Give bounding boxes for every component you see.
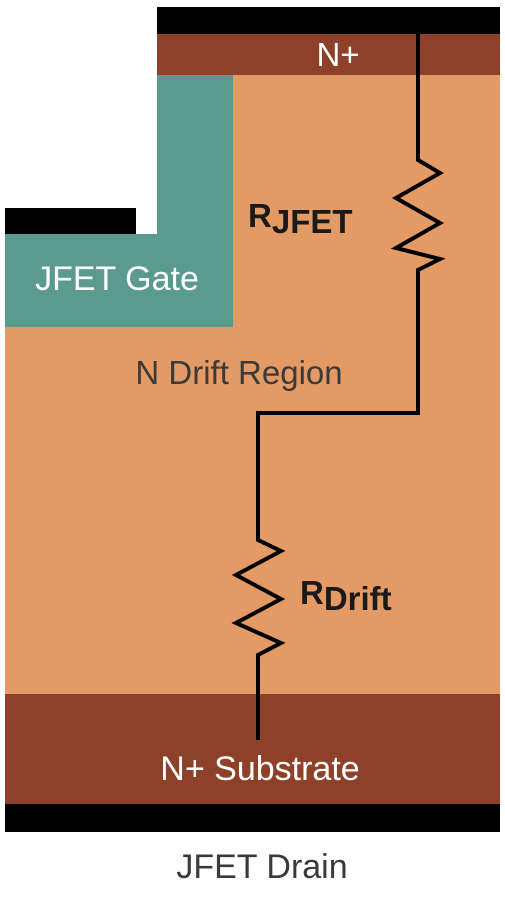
n-plus-substrate-label: N+ Substrate bbox=[160, 750, 359, 788]
top-n-plus-layer bbox=[157, 34, 500, 75]
drain-metal-contact bbox=[5, 804, 500, 832]
n-drift-region-label: N Drift Region bbox=[135, 354, 342, 391]
top-metal-contact bbox=[157, 7, 500, 34]
r-drift-label-main: R bbox=[300, 574, 324, 611]
jfet-gate-region bbox=[5, 75, 233, 327]
r-drift-label-sub: Drift bbox=[324, 580, 392, 617]
n-plus-substrate bbox=[5, 694, 500, 804]
r-jfet-label-sub: JFET bbox=[272, 203, 353, 240]
n-drift-region bbox=[5, 75, 500, 694]
top-n-plus-label: N+ bbox=[316, 36, 359, 73]
r-jfet-label-main: R bbox=[248, 197, 272, 234]
gate-metal-contact bbox=[5, 208, 136, 234]
r-jfet-label: RJFET bbox=[248, 197, 353, 240]
jfet-drain-label: JFET Drain bbox=[176, 848, 347, 886]
jfet-gate-label: JFET Gate bbox=[35, 260, 199, 298]
resistor-wiring bbox=[231, 34, 446, 740]
r-drift-label: RDrift bbox=[300, 574, 392, 617]
